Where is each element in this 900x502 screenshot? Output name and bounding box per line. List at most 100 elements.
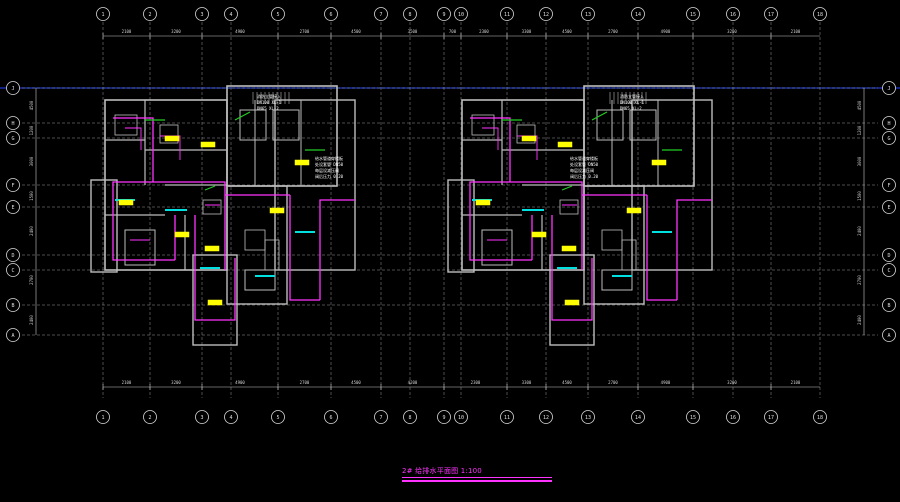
axis-bubble-circle [882,178,896,192]
axis-bubble-label: 6 [329,12,332,18]
dimension-label-bottom: 2700 [608,380,618,385]
axis-bubble-circle [324,410,338,424]
axis-bubble-left: F [6,178,20,192]
axis-bubble-bottom: 10 [454,410,468,424]
axis-bubble-circle [6,298,20,312]
annotation-text: DN100 XL-1 [620,100,645,105]
annotation-text: 每层设减压阀 [315,167,339,173]
side-bay-wall [90,179,118,273]
bed-furniture [621,239,637,271]
axis-bubble-label: 6 [329,415,332,421]
axis-bubble-label: 8 [408,12,411,18]
axis-bubble-label: 14 [635,415,641,421]
basin-fixture [159,124,179,144]
dimension-label-top: 4500 [562,29,572,34]
dimension-label-bottom: 4900 [235,380,245,385]
dimension-label-bottom: 2700 [300,380,310,385]
living-wall [226,185,288,305]
axis-bubble-circle [500,410,514,424]
axis-bubble-label: 11 [504,415,510,421]
dimension-label-right: 2400 [857,226,862,236]
axis-bubble-circle [374,410,388,424]
axis-bubble-right: A [882,328,896,342]
axis-bubble-bottom: 16 [726,410,740,424]
axis-bubble-top: 3 [195,7,209,21]
bed-furniture [264,239,280,271]
room-tag [475,199,491,206]
axis-bubble-circle [813,7,827,21]
axis-bubble-circle [882,248,896,262]
bath-box [481,229,513,266]
bottom-bay-wall [192,254,238,346]
axis-bubble-circle [6,131,20,145]
axis-bubble-top: 1 [96,7,110,21]
axis-bubble-circle [764,410,778,424]
axis-bubble-top: 2 [143,7,157,21]
axis-bubble-right: C [882,263,896,277]
axis-bubble-circle [882,116,896,130]
axis-bubble-top: 14 [631,7,645,21]
axis-bubble-circle [224,7,238,21]
axis-bubble-bottom: 8 [403,410,417,424]
side-bay-wall [447,179,475,273]
axis-bubble-top: 12 [539,7,553,21]
axis-bubble-label: 13 [585,415,591,421]
room-tag [204,245,220,252]
axis-bubble-circle [764,7,778,21]
axis-bubble-circle [581,410,595,424]
axis-bubble-circle [882,263,896,277]
dimension-label-right: 3000 [857,156,862,166]
elevator-shaft [272,109,300,141]
axis-bubble-circle [882,131,896,145]
axis-bubble-left: J [6,81,20,95]
dimension-label-left: 3000 [29,156,34,166]
axis-bubble-bottom: 2 [143,410,157,424]
annotation-text: 阀后压力 0.20 [570,173,599,179]
elevator-shaft [629,109,657,141]
axis-bubble-label: 5 [276,12,279,18]
axis-bubble-top: 11 [500,7,514,21]
kitchen-sink [559,199,579,215]
axis-bubble-bottom: 13 [581,410,595,424]
axis-bubble-label: 18 [817,12,823,18]
dimension-label-top: 700 [449,29,457,34]
axis-bubble-circle [6,328,20,342]
axis-bubble-label: 14 [635,12,641,18]
axis-bubble-circle [581,7,595,21]
axis-bubble-label: 12 [543,415,549,421]
room-tag [294,159,310,166]
axis-bubble-top: 8 [403,7,417,21]
axis-bubble-bottom: 3 [195,410,209,424]
axis-bubble-label: 2 [148,12,151,18]
room-tag [521,135,537,142]
elevator-shaft [239,109,267,141]
dimension-label-left: 1200 [29,125,34,135]
title-underline [402,477,552,478]
room-tag [531,231,547,238]
axis-bubble-label: 15 [690,12,696,18]
axis-bubble-label: 18 [817,415,823,421]
axis-bubble-top: 6 [324,7,338,21]
dimension-label-left: 2400 [29,315,34,325]
axis-bubble-left: E [6,200,20,214]
dimension-label-bottom: 2100 [122,380,132,385]
axis-bubble-right: G [882,131,896,145]
room-tag [174,231,190,238]
axis-bubble-right: J [882,81,896,95]
axis-bubble-circle [271,7,285,21]
axis-bubble-label: 4 [229,12,232,18]
axis-bubble-label: 12 [543,12,549,18]
axis-bubble-label: H [887,121,890,127]
dimension-label-bottom: 3200 [727,380,737,385]
dimension-label-left: 2700 [29,275,34,285]
water-supply-pipe [112,117,355,321]
axis-bubble-label: 17 [768,415,774,421]
axis-bubble-label: 7 [379,415,382,421]
dimension-label-right: 2400 [857,315,862,325]
axis-bubble-label: E [11,205,14,211]
axis-bubble-left: A [6,328,20,342]
axis-bubble-label: F [887,183,890,189]
axis-bubble-left: B [6,298,20,312]
axis-bubble-top: 17 [764,7,778,21]
riser-pipe [145,111,325,191]
